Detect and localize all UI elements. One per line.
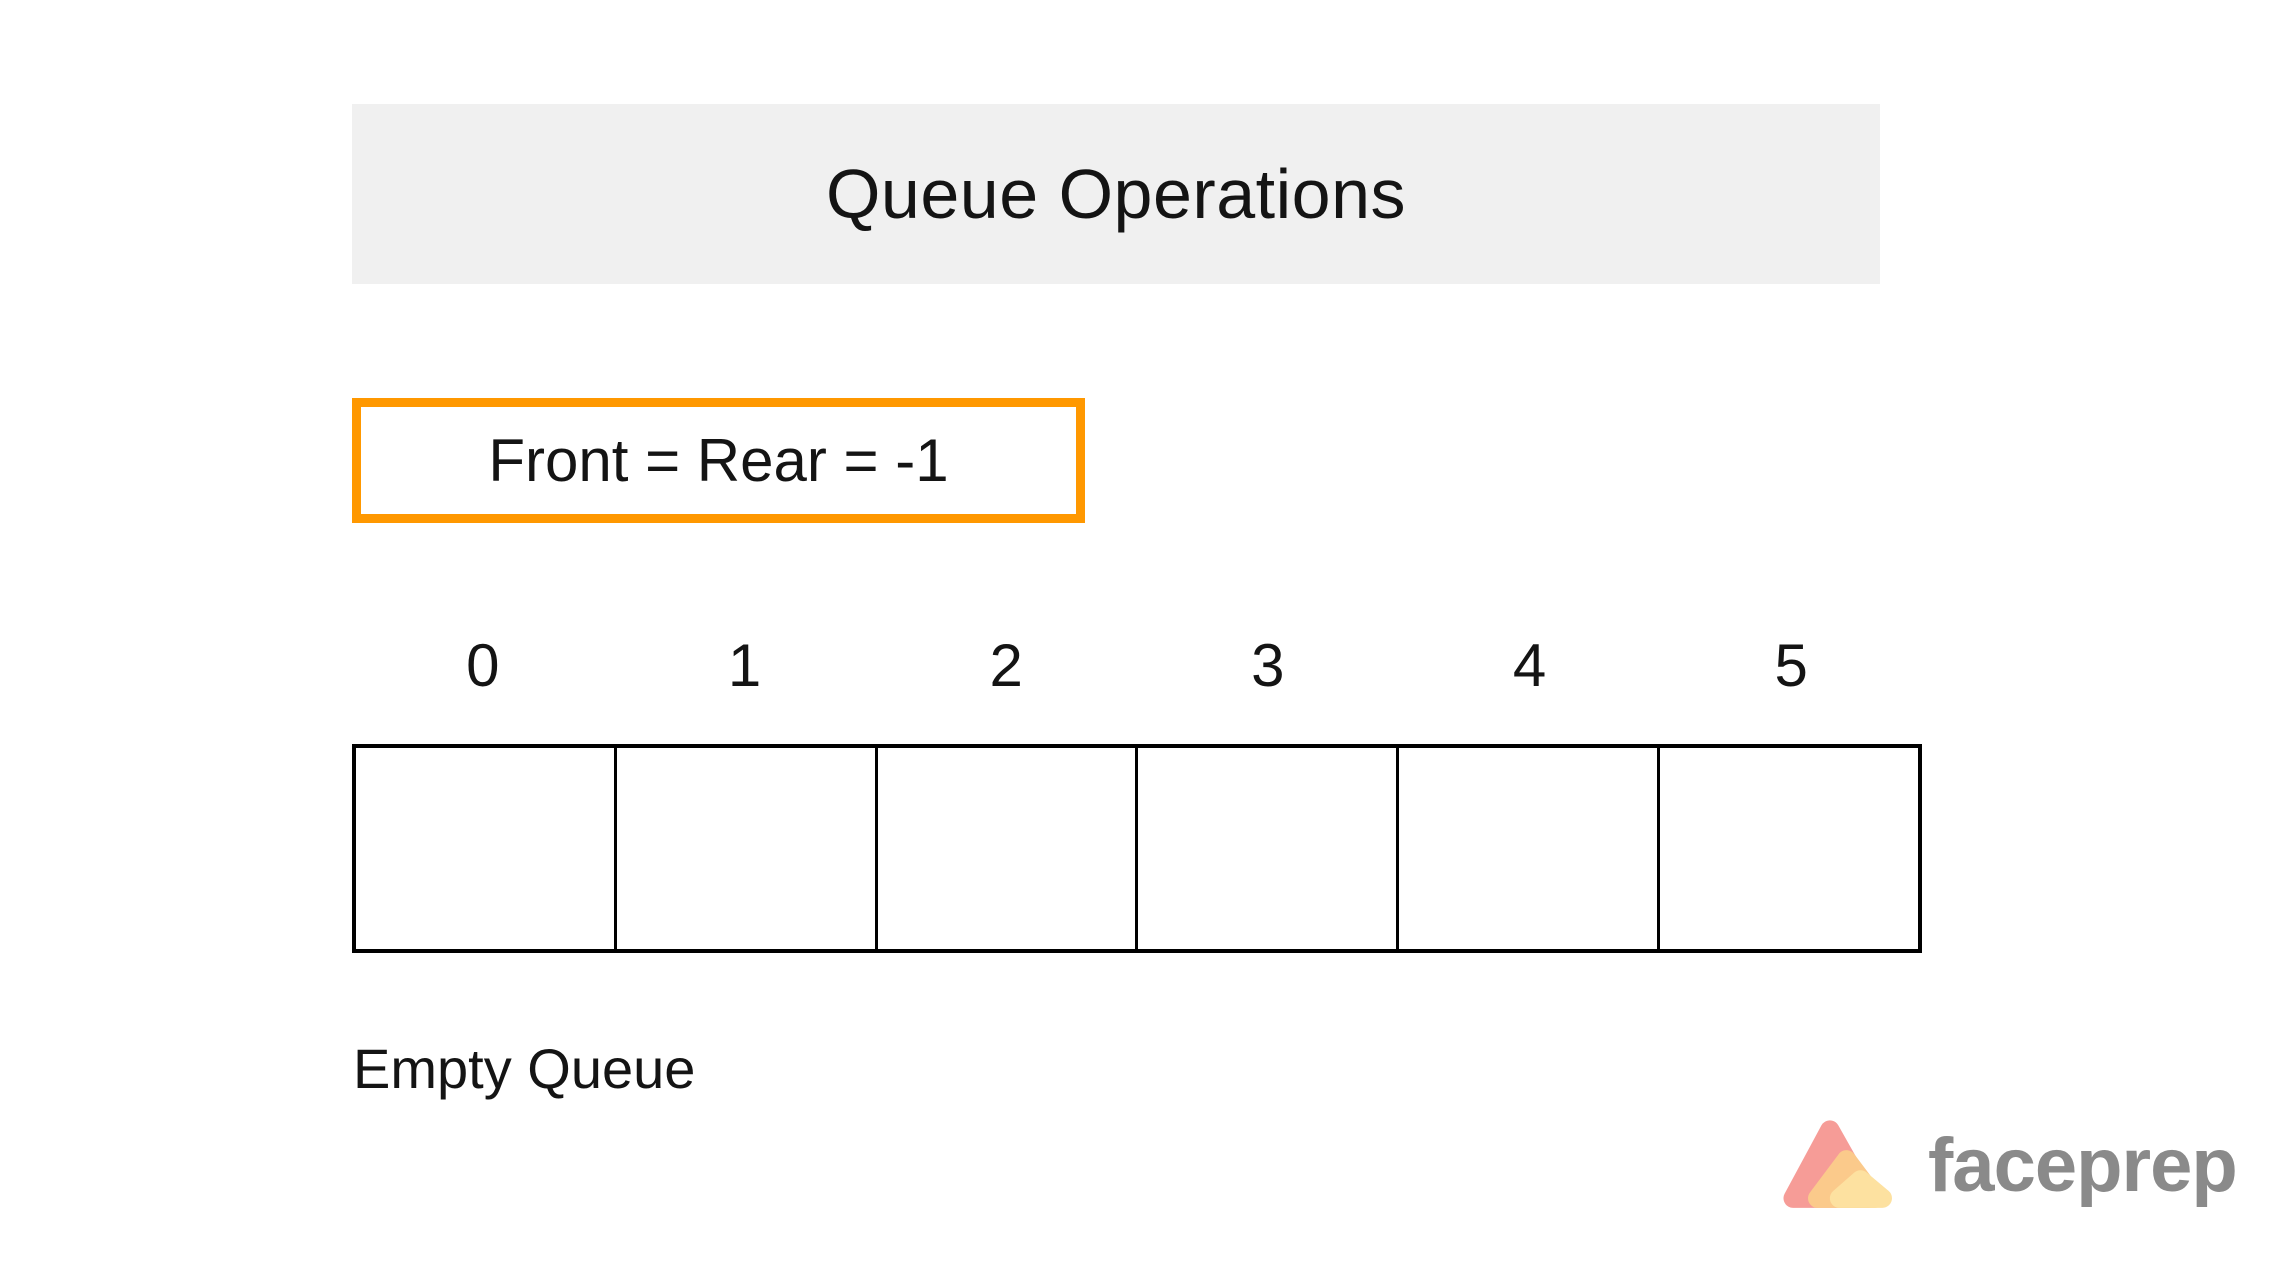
queue-index-0: 0 [466,632,500,699]
queue-cell-2 [878,748,1139,949]
queue-array [352,744,1922,953]
brand-wordmark: faceprep [1928,1122,2238,1208]
queue-cell-5 [1660,748,1918,949]
queue-index-1: 1 [727,632,762,699]
queue-index-2: 2 [989,632,1023,699]
page-title: Queue Operations [825,155,1407,233]
title-bar: Queue Operations [352,104,1880,284]
queue-index-4: 4 [1512,632,1547,699]
queue-cell-3 [1138,748,1400,949]
queue-cell-1 [617,748,878,949]
queue-index-row: 0 1 2 3 4 5 [352,630,1922,702]
faceprep-triangle-logo-icon [1783,1120,1892,1208]
queue-index-5: 5 [1774,632,1808,699]
queue-state-caption: Empty Queue [353,1037,696,1100]
queue-cell-4 [1399,748,1661,949]
front-rear-pointer-label: Front = Rear = -1 [488,427,949,494]
queue-index-3: 3 [1251,632,1285,699]
front-rear-pointer-box: Front = Rear = -1 [352,398,1085,523]
brand-footer: faceprep [1780,1108,2238,1222]
queue-cell-0 [356,748,617,949]
